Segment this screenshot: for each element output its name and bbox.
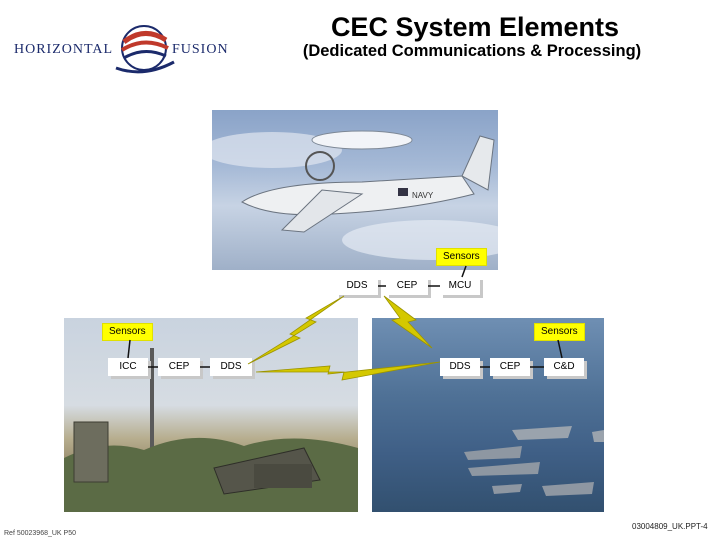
ground-cep-label: CEP	[158, 358, 200, 376]
aircraft-photo: NAVY	[212, 110, 498, 270]
page-subtitle: (Dedicated Communications & Processing)	[302, 42, 642, 60]
ship-cep-label: CEP	[490, 358, 530, 376]
aircraft-sensors-mcu-connector	[461, 265, 467, 278]
ships-illustration	[464, 426, 604, 496]
logo-left-word: HORIZONTAL	[14, 42, 114, 57]
aircraft-mcu-label: MCU	[440, 277, 480, 295]
ground-illustration	[64, 348, 358, 512]
ground-icc-label: ICC	[108, 358, 148, 376]
ships-photo	[372, 318, 604, 512]
svg-text:NAVY: NAVY	[412, 191, 434, 200]
page-title: CEC System Elements	[330, 12, 620, 42]
horizontal-fusion-logo: HORIZONTAL FUSION	[14, 20, 228, 80]
aircraft-sensors-label: Sensors	[436, 248, 487, 266]
aircraft-cep-label: CEP	[386, 277, 428, 295]
lightning-bolt-icon	[247, 295, 345, 365]
globe-swoosh-icon	[115, 25, 175, 74]
footer-reference-left: Ref 50023968_UK P50	[4, 530, 76, 537]
ship-sensors-cd-connector	[557, 339, 563, 359]
ground-sensors-icc-connector	[127, 339, 131, 359]
ground-system-photo	[64, 318, 358, 512]
ground-sensors-label: Sensors	[102, 323, 153, 341]
aircraft-dds-label: DDS	[336, 277, 378, 295]
logo-right-word: FUSION	[172, 42, 229, 57]
footer-reference-right: 03004809_UK.PPT-4	[632, 522, 708, 531]
ship-cd-label: C&D	[544, 358, 584, 376]
ground-dds-label: DDS	[210, 358, 252, 376]
ship-dds-label: DDS	[440, 358, 480, 376]
ship-sensors-label: Sensors	[534, 323, 585, 341]
lightning-bolt-icon	[383, 295, 433, 349]
lightning-bolt-icon	[255, 361, 441, 381]
